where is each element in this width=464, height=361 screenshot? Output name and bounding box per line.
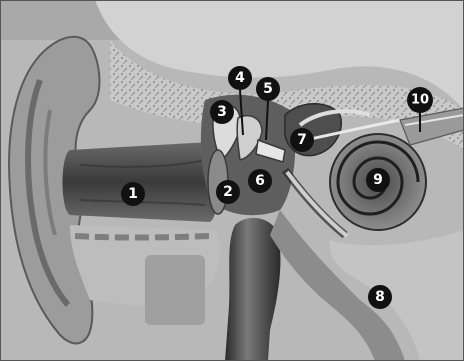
marker-5-label: 5 [263, 81, 273, 97]
ear-canal [63, 142, 219, 222]
marker-2-label: 2 [223, 184, 233, 200]
marker-9-label: 9 [373, 172, 383, 188]
marker-9: 9 [366, 168, 390, 192]
marker-4-label: 4 [235, 70, 245, 86]
marker-8-label: 8 [375, 289, 385, 305]
marker-6: 6 [248, 169, 272, 193]
marker-6-label: 6 [255, 173, 265, 189]
marker-7: 7 [290, 128, 314, 152]
marker-1: 1 [121, 182, 145, 206]
marker-7-label: 7 [297, 132, 307, 148]
marker-3-label: 3 [217, 104, 227, 120]
marker-10-label: 10 [411, 93, 429, 108]
marker-1-label: 1 [128, 186, 138, 202]
marker-2: 2 [216, 180, 240, 204]
marker-8: 8 [368, 285, 392, 309]
marker-3: 3 [210, 100, 234, 124]
